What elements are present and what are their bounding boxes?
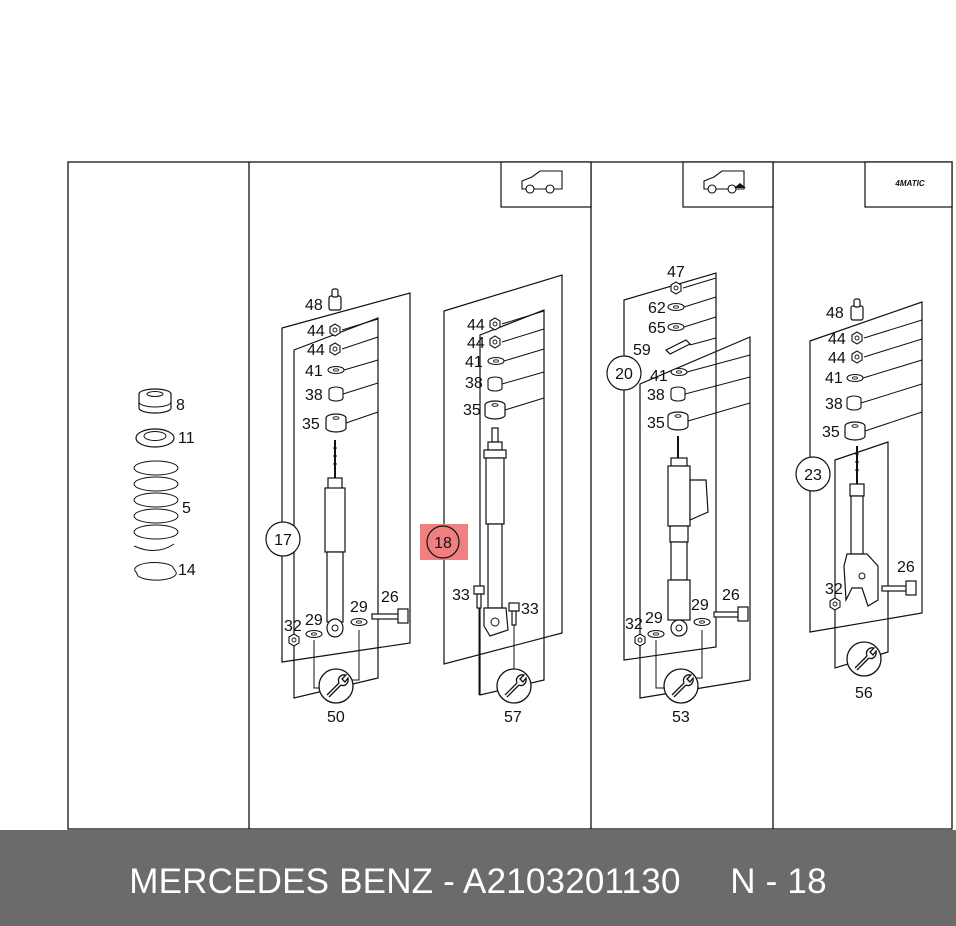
callout-41-2: 41	[465, 354, 483, 371]
bolt-26c-part	[881, 580, 917, 596]
callout-41: 41	[305, 363, 323, 380]
callout-38-4: 38	[825, 396, 843, 413]
callout-65: 65	[648, 320, 666, 337]
callout-44a-2: 44	[467, 317, 485, 334]
lower-spring-seat-part	[134, 562, 177, 581]
vehicle-badge-1	[500, 161, 592, 208]
callout-48-4: 48	[826, 305, 844, 322]
bump-stop-48-part	[328, 288, 342, 311]
callout-26-4: 26	[897, 559, 915, 576]
footer-bar: MERCEDES BENZ - A2103201130 N - 18	[0, 830, 956, 926]
callout-32-3: 32	[625, 616, 643, 633]
bolt-26-part	[371, 608, 409, 624]
spring-pad-part	[135, 428, 175, 448]
4matic-badge-text: 4MATIC	[894, 179, 924, 188]
shock-absorber-23-part	[843, 446, 879, 607]
bracket-59-part	[664, 339, 692, 355]
callout-29b-3: 29	[691, 597, 709, 614]
panel-shock-20: 20 47 62 65 59 41 38 35 32 29 29 26 53	[606, 264, 751, 726]
vehicle-badge-3: 4MATIC	[864, 161, 953, 208]
callout-50: 50	[327, 709, 345, 726]
panel-shock-18: 18 44 44 41 38 35 33 33 57	[420, 274, 563, 726]
callout-26: 26	[381, 589, 399, 606]
callout-38-2: 38	[465, 375, 483, 392]
callout-17: 17	[274, 532, 292, 549]
parts-diagram: 4MATIC 8 11 5	[67, 161, 953, 830]
shock-absorber-18-part	[483, 427, 509, 637]
highlight-box-18	[420, 524, 468, 560]
callout-35: 35	[302, 416, 320, 433]
vehicle-badge-2	[682, 161, 774, 208]
callout-32-4: 32	[825, 581, 843, 598]
callout-20: 20	[615, 366, 633, 383]
callout-38-3: 38	[647, 387, 665, 404]
bolt-26b-part	[713, 606, 749, 622]
callout-48: 48	[305, 297, 323, 314]
callout-57: 57	[504, 709, 522, 726]
callout-29a: 29	[305, 612, 323, 629]
callout-53: 53	[672, 709, 690, 726]
callout-44b-4: 44	[828, 350, 846, 367]
spring-seat-part	[138, 388, 172, 414]
callout-62: 62	[648, 300, 666, 317]
callout-59: 59	[633, 342, 651, 359]
footer-text: MERCEDES BENZ - A2103201130 N - 18	[129, 862, 827, 901]
bolt-33a-part	[473, 585, 485, 609]
callout-29a-3: 29	[645, 610, 663, 627]
callout-14: 14	[178, 562, 196, 579]
callout-26-3: 26	[722, 587, 740, 604]
callout-11: 11	[178, 430, 195, 447]
callout-33a: 33	[452, 587, 470, 604]
callout-29b: 29	[350, 599, 368, 616]
callout-44a-4: 44	[828, 331, 846, 348]
callout-33b: 33	[521, 601, 539, 618]
callout-47: 47	[667, 264, 685, 281]
callout-23: 23	[804, 467, 822, 484]
panel-shock-17: 17 48 44 44 41 38 35 32 29 29 26 50	[265, 288, 411, 726]
bump-stop-48b-part	[850, 298, 864, 321]
shock-absorber-17-part	[324, 440, 346, 638]
panel-frames	[67, 161, 953, 830]
callout-32: 32	[284, 618, 302, 635]
callout-35-3: 35	[647, 415, 665, 432]
callout-44b-2: 44	[467, 335, 485, 352]
callout-41-4: 41	[825, 370, 843, 387]
callout-56: 56	[855, 685, 873, 702]
callout-35-4: 35	[822, 424, 840, 441]
spring-group: 8 11 5 14	[133, 388, 196, 581]
panel-shock-23: 23 48 44 44 41 38 35 32 26 56	[795, 298, 923, 702]
callout-38: 38	[305, 387, 323, 404]
callout-5: 5	[182, 500, 191, 517]
callout-8: 8	[176, 397, 185, 414]
callout-44b: 44	[307, 342, 325, 359]
callout-18: 18	[434, 535, 452, 552]
shock-absorber-20-part	[667, 436, 709, 637]
coil-spring-part	[133, 460, 179, 551]
callout-44a: 44	[307, 323, 325, 340]
callout-41-3: 41	[650, 368, 668, 385]
callout-35-2: 35	[463, 402, 481, 419]
bolt-33b-part	[508, 602, 520, 626]
